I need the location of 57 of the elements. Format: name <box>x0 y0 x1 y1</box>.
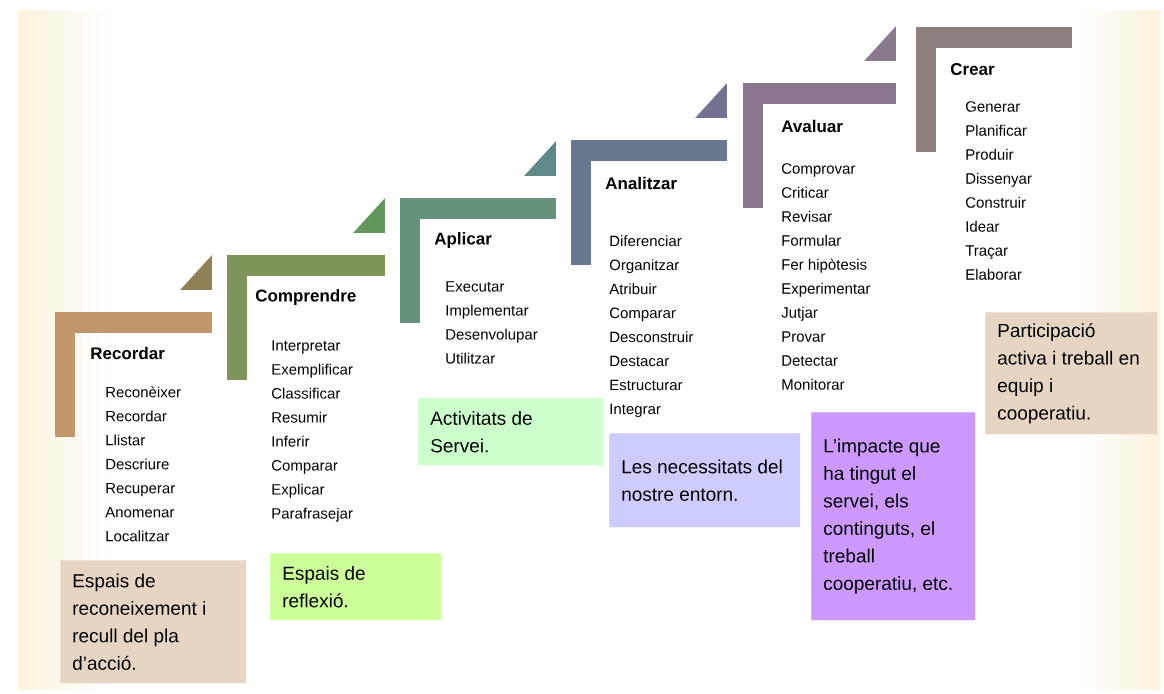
verb-label: Parafrasejar <box>272 507 353 522</box>
verb-label: Atribuir <box>609 283 657 295</box>
verb-label: Destacar <box>610 355 669 367</box>
verb-label: Desconstruir <box>610 331 694 343</box>
step-heading: Crear <box>950 63 995 76</box>
note-box: Espais de reflexió. <box>270 553 442 621</box>
verb-label: Llistar <box>106 434 145 446</box>
verb-label: Revisar <box>782 210 832 222</box>
verb-label: Formular <box>782 234 841 246</box>
verb-label: Explicar <box>272 483 325 498</box>
verb-label: Organitzar <box>609 259 679 274</box>
verb-label: Generar <box>965 101 1020 112</box>
verb-label: Traçar <box>965 245 1008 259</box>
verb-label: Comparar <box>610 307 676 322</box>
note-box: Espais de reconeixement i recull del pla d’acció. <box>60 560 247 684</box>
verb-label: Monitorar <box>782 378 845 390</box>
step-heading: Recordar <box>91 346 165 360</box>
note-box: L’impacte que ha tingut el servei, els continguts, el treball cooperatiu, etc. <box>811 412 976 621</box>
step-heading: Aplicar <box>434 232 492 248</box>
step-heading: Avaluar <box>781 119 843 133</box>
verb-label: Executar <box>446 281 505 292</box>
verb-label: Elaborar <box>966 268 1022 280</box>
verb-label: Fer hipòtesis <box>782 258 867 273</box>
verb-label: Integrar <box>610 403 661 418</box>
verb-label: Experimentar <box>782 282 871 297</box>
verb-label: Descriure <box>106 458 169 470</box>
verb-label: Construir <box>966 196 1026 208</box>
verb-label: Planificar <box>966 124 1027 136</box>
verb-label: Detectar <box>782 355 838 366</box>
verb-label: Inferir <box>272 435 310 447</box>
verb-label: Localitzar <box>106 530 170 542</box>
verb-label: Provar <box>782 331 826 342</box>
note-box: Activitats de Servei. <box>418 398 604 466</box>
step-heading: Comprendre <box>255 289 356 305</box>
step-heading: Analitzar <box>605 176 677 190</box>
verb-label: Reconèixer <box>106 386 181 398</box>
verb-label: Resumir <box>272 411 327 423</box>
verb-label: Criticar <box>782 186 829 198</box>
verb-label: Idear <box>966 220 1000 232</box>
note-box: Participació activa i treball en equip i cooperatiu. <box>985 312 1158 435</box>
verb-label: Jutjar <box>781 306 818 321</box>
verb-label: Interpretar <box>272 340 341 354</box>
verb-label: Diferenciar <box>610 235 682 247</box>
verb-label: Dissenyar <box>966 172 1032 187</box>
verb-label: Utilitzar <box>446 352 495 364</box>
verb-label: Exemplificar <box>272 363 353 378</box>
verb-label: Desenvolupar <box>446 328 538 343</box>
verb-label: Anomenar <box>105 506 175 518</box>
verb-label: Estructurar <box>610 379 683 391</box>
verb-label: Classificar <box>271 387 341 399</box>
verb-label: Comprovar <box>782 163 856 177</box>
verb-label: Recordar <box>106 410 167 422</box>
verb-label: Implementar <box>446 304 529 319</box>
verb-label: Comparar <box>271 460 338 474</box>
verb-label: Produir <box>966 148 1014 160</box>
note-box: Les necessitats del nostre entorn. <box>609 433 801 528</box>
verb-label: Recuperar <box>106 482 175 497</box>
